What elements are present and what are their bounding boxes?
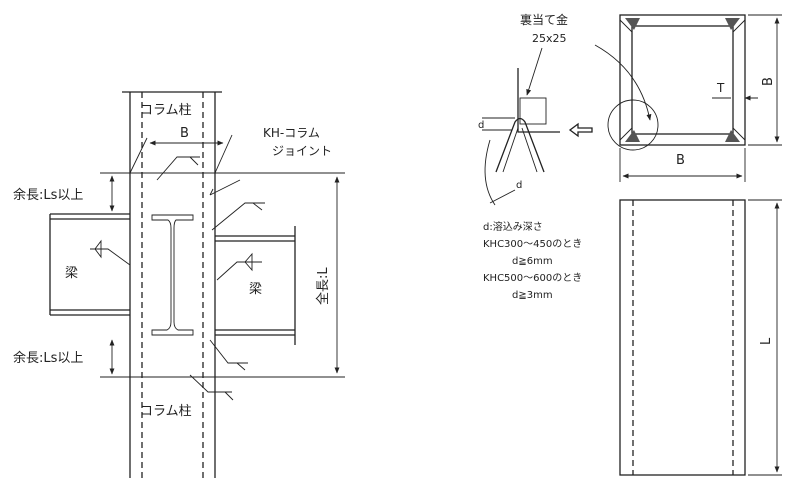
total-length-label: 全長:L: [315, 267, 331, 305]
thickness-label: T: [716, 81, 725, 95]
note-line-4: KHC500～600のとき: [483, 272, 582, 284]
beam-label-right: 梁: [249, 282, 262, 297]
joint-label-line2: ジョイント: [272, 144, 332, 158]
backing-size: 25x25: [532, 32, 567, 45]
elevation-length: L: [759, 337, 774, 345]
section-b-side: B: [761, 77, 776, 86]
joint-label-line1: KH-コラム: [263, 126, 320, 140]
weld-detail: [482, 44, 652, 206]
d-label-top: d: [478, 120, 484, 131]
d-label-bottom: d: [516, 180, 522, 191]
column-label-bottom: コラム柱: [140, 404, 192, 419]
cross-section: [607, 14, 782, 182]
extra-length-top: 余長:Ls以上: [13, 187, 83, 203]
note-line-2: KHC300～450のとき: [483, 238, 582, 250]
note-line-3: d≧6mm: [512, 256, 553, 267]
width-dim-label: B: [180, 126, 189, 141]
beam-label-left: 梁: [65, 266, 78, 281]
note-line-5: d≧3mm: [512, 290, 553, 301]
column-label-top: コラム柱: [140, 103, 192, 118]
note-line-1: d:溶込み深さ: [483, 220, 543, 233]
extra-length-bottom: 余長:Ls以上: [13, 350, 83, 366]
backing-label: 裏当て金: [520, 12, 568, 27]
elevation-view: [619, 199, 782, 476]
section-b-bottom: B: [676, 153, 685, 168]
column-assembly: [49, 91, 345, 478]
